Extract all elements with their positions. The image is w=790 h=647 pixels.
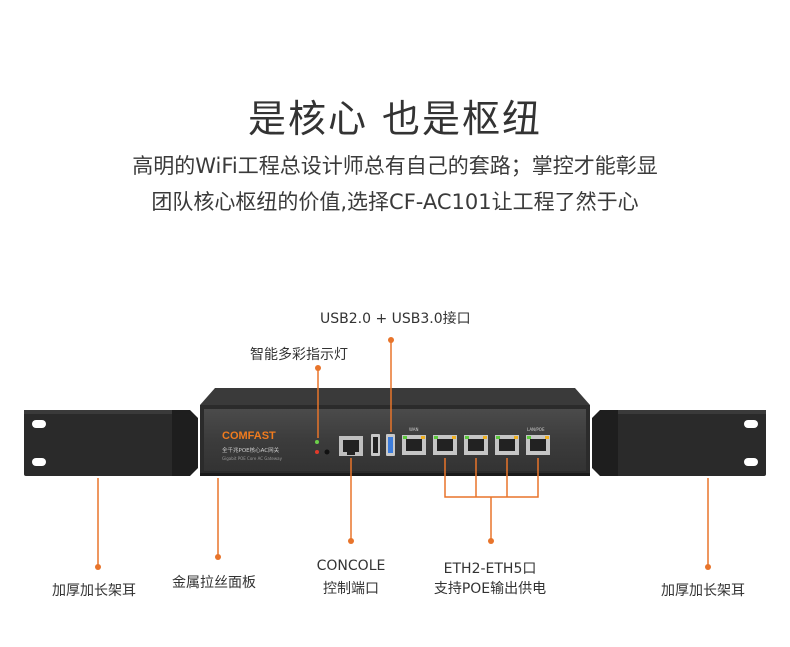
wan-label: WAN [409, 427, 418, 432]
headline: 是核心 也是枢纽 [247, 97, 543, 141]
eth-port [433, 435, 457, 455]
reset-button-icon [324, 449, 330, 455]
ear-hole-icon [744, 420, 758, 428]
indicator-callout-label: 智能多彩指示灯 [250, 347, 348, 363]
callout-dots [95, 337, 711, 570]
eth-callout-line-2: 支持POE输出供电 [433, 581, 547, 597]
eth-port [495, 435, 519, 455]
indicator-light-icon [315, 450, 319, 454]
usb-callout-label: USB2.0 + USB3.0接口 [320, 311, 471, 327]
eth-callout-line-1: ETH2-ETH5口 [443, 561, 537, 577]
wan-port [402, 435, 426, 455]
left-rack-ear [24, 410, 198, 476]
console-callout-line-2: 控制端口 [323, 581, 379, 597]
callout-lines [97, 341, 709, 566]
console-callout-line-1: CONCOLE [316, 558, 386, 574]
panel-callout-label: 金属拉丝面板 [172, 575, 256, 591]
ear-hole-icon [744, 458, 758, 466]
brand-logo: COMFAST [222, 430, 276, 442]
lan-poe-label: LAN/POE [527, 427, 545, 432]
right-ear-callout-label: 加厚加长架耳 [661, 583, 745, 599]
description-line-2: 团队核心枢纽的价值,选择CF-AC101让工程了然于心 [151, 190, 639, 214]
ear-hole-icon [32, 458, 46, 466]
right-rack-ear [592, 410, 766, 476]
eth-port [464, 435, 488, 455]
left-ear-callout-label: 加厚加长架耳 [52, 583, 136, 599]
indicator-light-icon [315, 440, 319, 444]
ear-hole-icon [32, 420, 46, 428]
description-line-1: 高明的WiFi工程总设计师总有自己的套路；掌控才能彰显 [132, 154, 658, 178]
console-port [339, 436, 363, 456]
device-subtitle: 全千兆POE核心AC网关 [222, 446, 280, 454]
eth-port [526, 435, 550, 455]
device-subtitle-en: Gigabit POE Core AC Gateway [222, 456, 283, 461]
